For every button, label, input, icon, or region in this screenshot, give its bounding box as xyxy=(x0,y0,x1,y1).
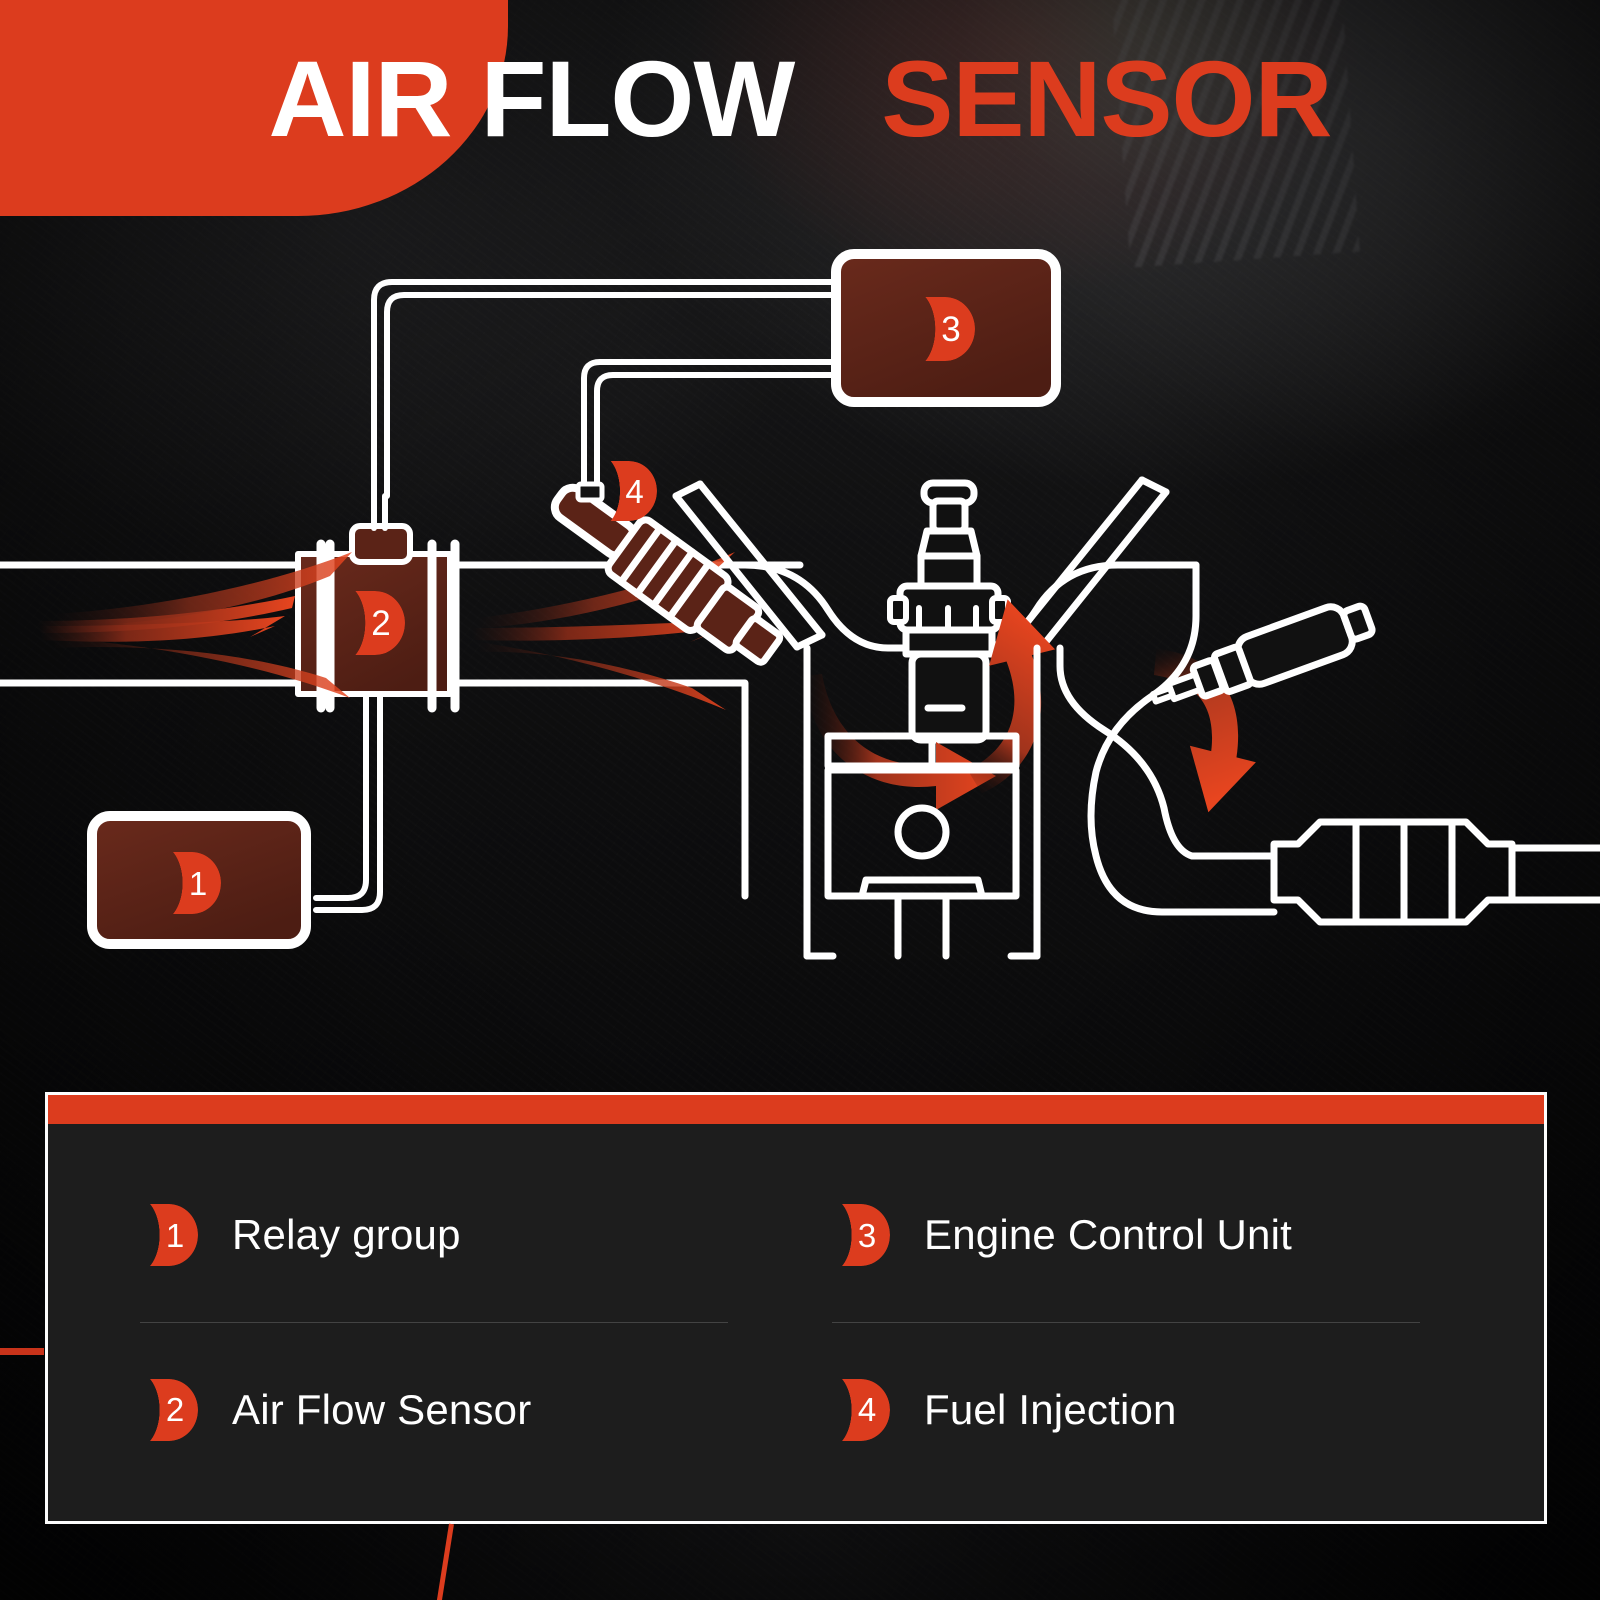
callout-badge-2-label: 2 xyxy=(371,603,391,643)
legend-badge-1: 1 xyxy=(140,1204,198,1267)
piston-cylinder xyxy=(803,644,1041,960)
legend-badge-4: 4 xyxy=(832,1378,890,1441)
oxygen-sensor xyxy=(1150,602,1376,705)
callout-badge-1: 1 xyxy=(163,852,221,914)
catalytic-converter xyxy=(1270,818,1600,926)
badge-shape-3 xyxy=(915,297,975,361)
engine-schematic xyxy=(0,249,1600,960)
badge-shape-4 xyxy=(601,461,657,521)
legend-badge-2: 2 xyxy=(140,1378,198,1441)
legend-panel: 1 Relay group 3 Engine Control Unit 2 Ai… xyxy=(45,1092,1547,1524)
legend-badge-1-number: 1 xyxy=(165,1216,185,1254)
callout-badge-4: 4 xyxy=(601,461,657,521)
wiring-harness xyxy=(313,279,839,913)
legend-grid: 1 Relay group 3 Engine Control Unit 2 Ai… xyxy=(48,1124,1544,1521)
callout-badge-4-label: 4 xyxy=(625,472,644,510)
legend-badge-shape-4 xyxy=(832,1378,890,1441)
legend-item-1[interactable]: 1 Relay group xyxy=(140,1148,792,1323)
callout-badge-2: 2 xyxy=(345,591,405,655)
spark-plug xyxy=(887,479,1011,770)
legend-item-2[interactable]: 2 Air Flow Sensor xyxy=(140,1323,792,1498)
callout-badge-3: 3 xyxy=(915,297,975,361)
badge-shape-2 xyxy=(345,591,405,655)
callout-badge-1-label: 1 xyxy=(188,864,208,902)
legend-label-2: Air Flow Sensor xyxy=(232,1385,532,1433)
callout-badge-3-label: 3 xyxy=(941,309,961,349)
legend-label-4: Fuel Injection xyxy=(924,1385,1177,1433)
injector-wire-stub xyxy=(575,481,605,503)
legend-badge-shape-3 xyxy=(832,1204,890,1267)
legend-badge-3-number: 3 xyxy=(857,1216,877,1254)
legend-item-4[interactable]: 4 Fuel Injection xyxy=(832,1323,1484,1498)
intake-valve xyxy=(672,480,826,651)
badge-shape-1 xyxy=(163,852,221,914)
legend-accent-bar xyxy=(48,1095,1544,1124)
legend-badge-2-number: 2 xyxy=(165,1391,185,1429)
fuel-injector xyxy=(550,483,784,666)
legend-badge-shape-2 xyxy=(140,1378,198,1441)
combustion-flow xyxy=(804,599,1256,813)
legend-label-3: Engine Control Unit xyxy=(924,1211,1292,1259)
legend-item-3[interactable]: 3 Engine Control Unit xyxy=(832,1148,1484,1323)
legend-badge-3: 3 xyxy=(832,1204,890,1267)
exhaust-pipe xyxy=(1056,561,1278,916)
bottom-left-accent-line xyxy=(0,1348,44,1355)
legend-label-1: Relay group xyxy=(232,1211,461,1259)
page-title: AIR FLOW SENSOR xyxy=(0,45,1600,153)
page-title-primary: AIR FLOW xyxy=(268,38,795,159)
legend-badge-shape-1 xyxy=(140,1204,198,1267)
page-title-secondary: SENSOR xyxy=(881,38,1332,159)
legend-badge-4-number: 4 xyxy=(857,1391,877,1429)
